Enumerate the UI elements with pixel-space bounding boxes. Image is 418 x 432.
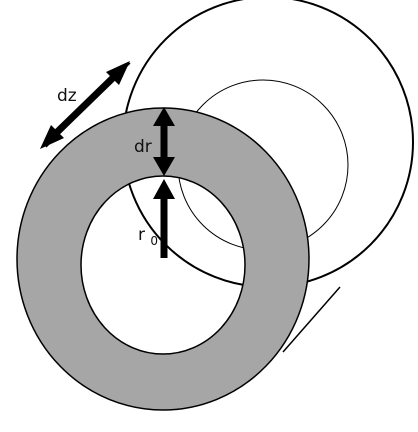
r0-label-main: r: [138, 225, 145, 245]
lower-tangent-line: [282, 286, 341, 353]
r0-label: r 0: [138, 225, 158, 248]
dr-arrow: [153, 107, 175, 176]
dr-label: dr: [134, 137, 152, 157]
front-ring-face: [16, 107, 310, 411]
r0-arrow: [153, 179, 175, 258]
r0-label-subscript: 0: [150, 234, 158, 248]
dz-arrow: [40, 61, 130, 149]
dz-label: dz: [57, 86, 77, 106]
